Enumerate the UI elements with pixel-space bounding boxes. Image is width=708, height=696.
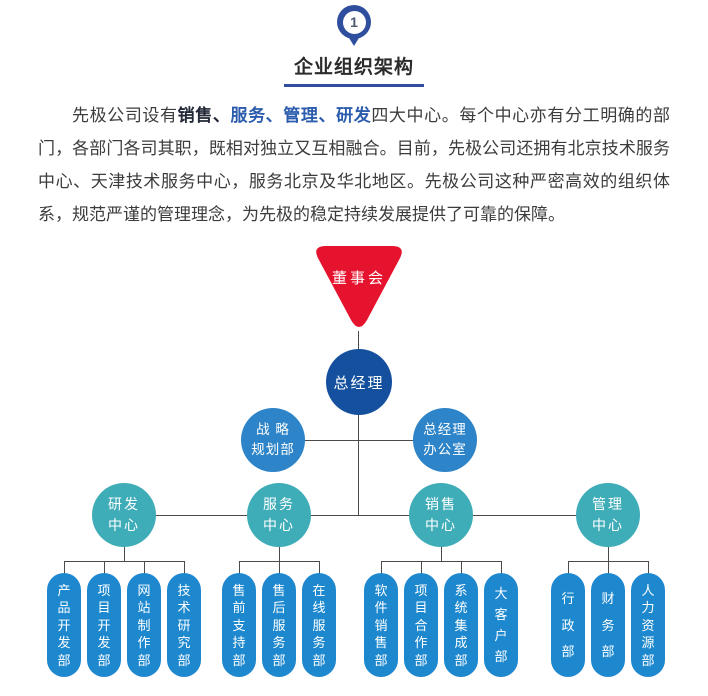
node-general-manager: 总经理 [326,349,392,415]
connector-line [648,561,649,574]
connector-line [64,561,184,562]
connector-line [273,440,445,441]
connector-line [239,561,240,574]
connector-line [184,561,185,574]
node-online-service-dept: 在线服务部 [302,573,336,677]
node-admin-dept: 行政部 [551,573,585,677]
paragraph-lead: 先极公司设有 [72,106,178,125]
connector-line [441,547,442,561]
connector-line [358,331,359,350]
node-system-integration-dept: 系统集成部 [444,573,478,677]
page-title: 企业组织架构 [283,52,424,87]
connector-line [319,561,320,574]
node-finance-dept: 财务部 [591,573,625,677]
intro-paragraph: 先极公司设有销售、服务、管理、研发四大中心。每个中心亦有分工明确的部门，各部门各… [38,99,670,232]
connector-line [279,547,280,561]
node-software-sales-dept: 软件销售部 [364,573,398,677]
node-rd-center: 研发中心 [92,483,156,547]
connector-line [381,561,501,562]
node-strategic-planning-dept: 战 略规划部 [241,408,305,472]
board-triangle-shape [316,246,402,327]
connector-line [608,547,609,561]
connector-line [568,561,569,574]
node-service-center: 服务中心 [247,483,311,547]
node-key-account-dept: 大客户部 [484,573,518,677]
connector-line [124,515,608,516]
connector-line [279,561,280,574]
node-project-cooperation-dept: 项目合作部 [404,573,438,677]
connector-line [381,561,382,574]
node-project-dev-dept: 项目开发部 [87,573,121,677]
connector-line [421,561,422,574]
node-management-center: 管理中心 [576,483,640,547]
node-board: 董事会 [331,270,386,287]
node-product-dev-dept: 产品开发部 [47,573,81,677]
connector-line [124,547,125,561]
connector-line [501,561,502,574]
connector-line [461,561,462,574]
title-row: 企业组织架构 [0,0,708,87]
connector-line [64,561,65,574]
connector-line [104,561,105,574]
node-aftersales-service-dept: 售后服务部 [262,573,296,677]
node-tech-research-dept: 技术研究部 [167,573,201,677]
connector-line [144,561,145,574]
highlight-centers: 服务、管理、研发 [230,106,372,125]
connector-line [358,414,359,515]
section-number: 1 [342,10,366,34]
paragraph-body: 四大中心。每个中心亦有分工明确的部门，各部门各司其职，既相对独立又互相融合。目前… [38,106,671,225]
number-pin-icon: 1 [337,5,371,39]
node-sales-center: 销售中心 [409,483,473,547]
highlight-sales: 销售、 [177,106,231,125]
node-hr-dept: 人力资源部 [631,573,665,677]
node-gm-office: 总经理办公室 [413,408,477,472]
connector-line [608,561,609,574]
node-website-production-dept: 网站制作部 [127,573,161,677]
node-presales-support-dept: 售前支持部 [222,573,256,677]
